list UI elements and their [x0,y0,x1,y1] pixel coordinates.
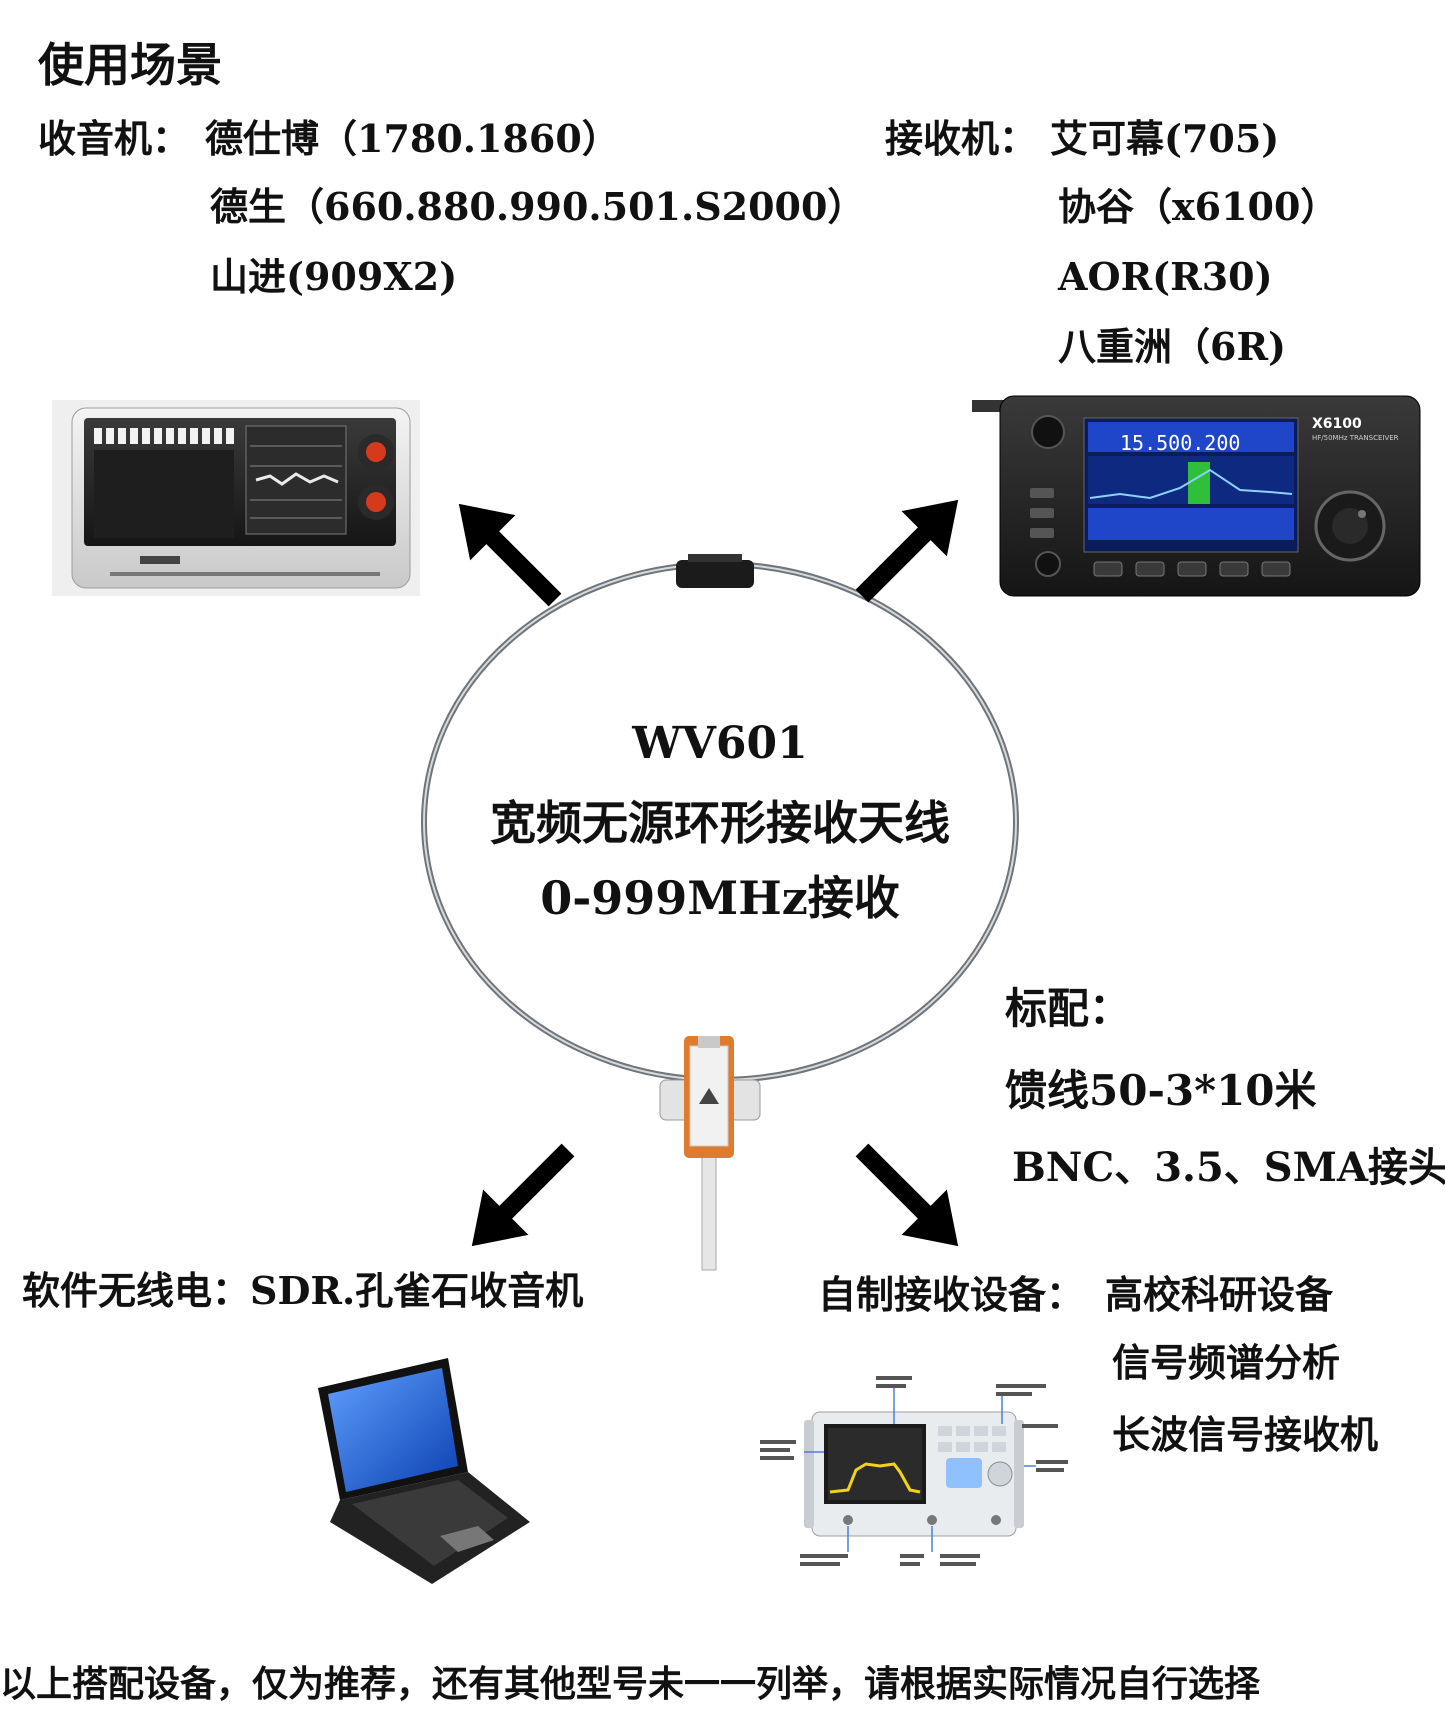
antenna-range: 0-999MHz接收 [540,871,900,925]
receiver-item-4: 八重洲（6R) [1058,324,1287,369]
receivers-label: 接收机： [885,116,1038,161]
radios-label: 收音机： [38,116,191,161]
radio-item-2: 德生（660.880.990.501.S2000） [210,184,866,229]
laptop-image [318,1358,530,1584]
transceiver-screen [1083,417,1299,553]
standard-item-1: 馈线50-3*10米 [1005,1066,1317,1115]
transceiver-image: 15.500.200 X6100 HF/50MHz TRANSCEIVER [972,395,1421,597]
antenna-name: 宽频无源环形接收天线 [490,796,950,850]
standard-item-2: BNC、3.5、SMA接头 [1012,1144,1445,1191]
transceiver-small-knob [1031,415,1065,449]
balun-box [659,1036,761,1158]
custom-item-1: 高校科研设备 [1105,1272,1334,1317]
standard-label: 标配： [1005,984,1132,1033]
radio-image [52,400,420,596]
arrow-to-transceiver [855,499,959,603]
radio-item-1: 德仕博（1780.1860） [205,116,620,161]
spectrum-analyzer-image [760,1376,1068,1566]
receiver-item-1: 艾可幕(705) [1050,116,1280,161]
loop-top-connector [676,554,754,588]
page-title: 使用场景 [38,38,222,92]
transceiver-brand: X6100 [1312,416,1362,432]
custom-item-3: 长波信号接收机 [1112,1412,1379,1457]
arrow-to-analyzer [855,1143,959,1247]
radio-dial [245,425,347,535]
receiver-item-2: 协谷（x6100） [1058,184,1339,229]
antenna-mast [701,1139,717,1271]
receiver-item-3: AOR(R30) [1058,254,1273,299]
transceiver-freq: 15.500.200 [1120,431,1240,455]
transceiver-subtitle: HF/50MHz TRANSCEIVER [1312,434,1399,442]
arrow-to-radio [458,503,562,607]
sdr-text: 软件无线电：SDR.孔雀石收音机 [22,1268,584,1313]
radio-item-3: 山进(909X2) [210,254,458,299]
loop-antenna [421,554,1019,1271]
custom-item-2: 信号频谱分析 [1112,1340,1341,1385]
antenna-model: WV601 [632,718,808,769]
custom-label: 自制接收设备： [818,1272,1085,1317]
footer-note: 以上搭配设备，仅为推荐，还有其他型号未一一列举，请根据实际情况自行选择 [0,1663,1261,1705]
analyzer-trace [829,1462,921,1494]
arrow-to-laptop [471,1143,575,1247]
